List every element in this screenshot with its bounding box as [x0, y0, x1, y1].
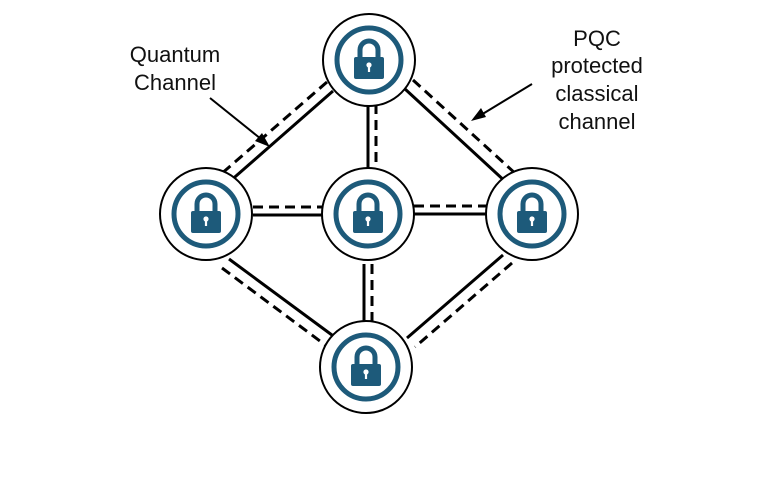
lock-icon	[191, 192, 221, 233]
arrow-head-icon	[255, 133, 270, 147]
pqc-label-line4: channel	[558, 109, 635, 134]
pqc-label-line2: protected	[551, 53, 643, 78]
link-top-left-quantum	[227, 89, 334, 185]
pqc-label-line3: classical	[555, 81, 638, 106]
quantum-channel-label: Quantum Channel	[130, 42, 221, 95]
node-right	[485, 167, 579, 261]
pqc-label-line1: PQC	[573, 26, 621, 51]
node-top	[322, 13, 416, 107]
link-left-bottom-quantum	[228, 257, 337, 340]
links-layer	[219, 78, 519, 349]
link-right-bottom-quantum	[406, 253, 504, 340]
node-bottom	[319, 320, 413, 414]
quantum-label-line1: Quantum	[130, 42, 221, 67]
link-top-right-classical	[411, 78, 519, 177]
quantum-pointer-arrow	[209, 97, 270, 147]
lock-icon	[517, 192, 547, 233]
link-left-bottom-classical	[221, 266, 329, 349]
arrow-head-icon	[471, 108, 486, 121]
node-center	[321, 167, 415, 261]
lock-icon	[351, 345, 381, 386]
node-left	[159, 167, 253, 261]
lock-icon	[353, 192, 383, 233]
quantum-label-line2: Channel	[134, 70, 216, 95]
link-top-left-classical	[219, 80, 328, 177]
link-top-right-quantum	[403, 87, 510, 186]
lock-icon	[354, 38, 384, 79]
pqc-channel-label: PQC protected classical channel	[551, 26, 643, 134]
link-right-bottom-classical	[414, 261, 513, 349]
pqc-pointer-arrow	[471, 83, 533, 121]
